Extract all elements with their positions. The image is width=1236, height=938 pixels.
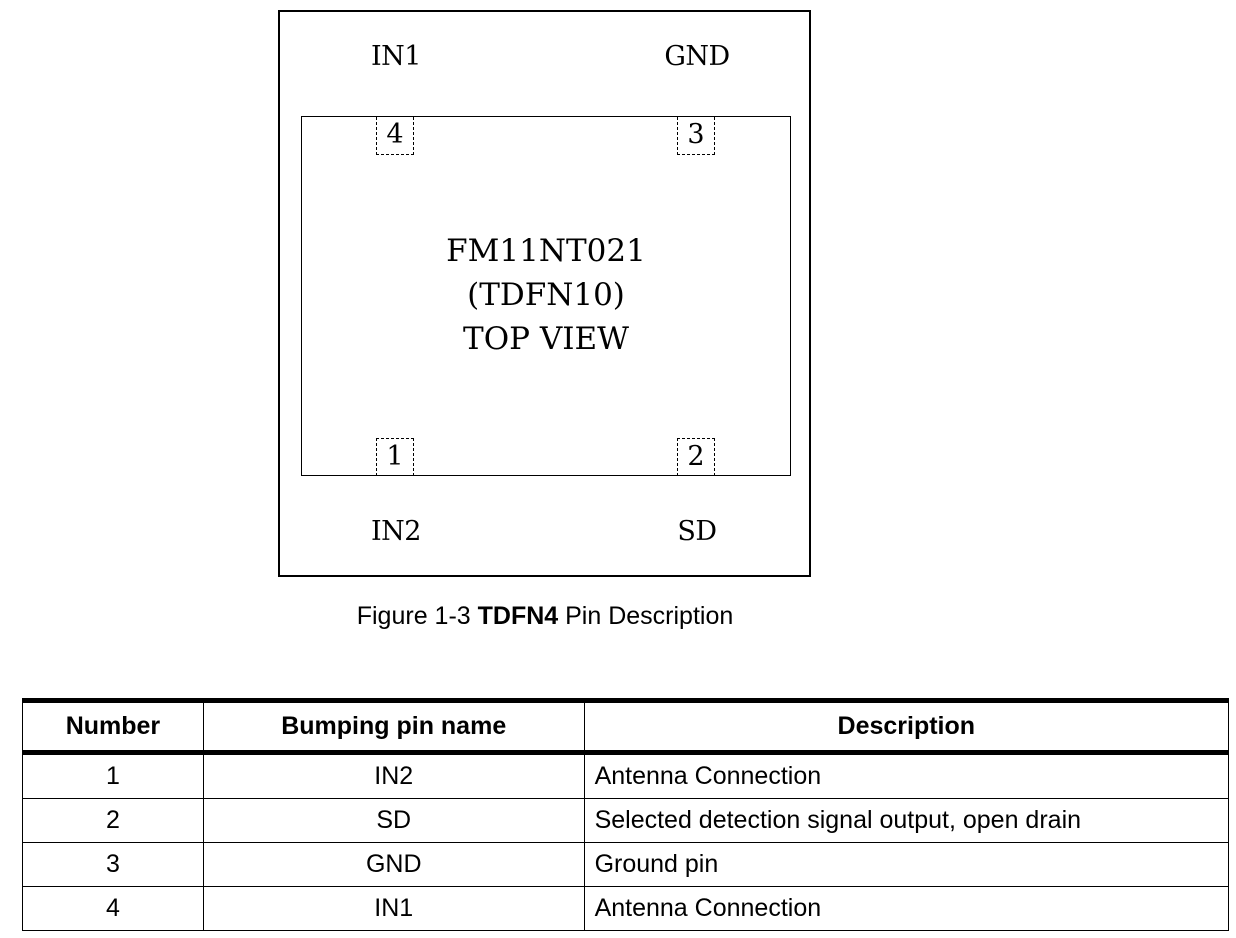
cell-description: Ground pin xyxy=(583,842,1230,887)
table-header-row: Number Bumping pin name Description xyxy=(22,698,1230,755)
pin-label-gnd: GND xyxy=(664,41,730,72)
table-row: 1 IN2 Antenna Connection xyxy=(22,752,1230,799)
header-pin-name: Bumping pin name xyxy=(202,698,585,755)
table-row: 2 SD Selected detection signal output, o… xyxy=(22,798,1230,843)
caption-suffix: Pin Description xyxy=(558,602,734,630)
chip-package: (TDFN10) xyxy=(467,277,625,313)
pad-4: 4 xyxy=(376,117,414,155)
chip-part-number: FM11NT021 xyxy=(446,233,646,269)
pin-label-in2: IN2 xyxy=(371,516,421,547)
cell-number: 4 xyxy=(22,886,204,931)
pad-1: 1 xyxy=(376,438,414,476)
cell-pin-name: IN1 xyxy=(202,886,585,931)
pin-label-sd: SD xyxy=(677,516,717,547)
cell-number: 2 xyxy=(22,798,204,843)
cell-pin-name: GND xyxy=(202,842,585,887)
caption-package: TDFN4 xyxy=(477,602,559,630)
cell-description: Antenna Connection xyxy=(583,886,1230,931)
caption-prefix: Figure 1-3 xyxy=(356,602,478,630)
cell-number: 1 xyxy=(22,752,204,799)
pin-table: Number Bumping pin name Description 1 IN… xyxy=(22,698,1230,931)
cell-description: Selected detection signal output, open d… xyxy=(583,798,1230,843)
cell-pin-name: IN2 xyxy=(202,752,585,799)
header-number: Number xyxy=(22,698,204,755)
cell-description: Antenna Connection xyxy=(583,752,1230,799)
pad-2: 2 xyxy=(677,438,715,476)
figure-caption: Figure 1-3 TDFN4 Pin Description xyxy=(0,600,1090,632)
chip-outline: 4 3 FM11NT021 (TDFN10) TOP VIEW 1 2 xyxy=(301,116,791,476)
table-row: 4 IN1 Antenna Connection xyxy=(22,886,1230,931)
pin-diagram: IN1 GND 4 3 FM11NT021 (TDFN10) TOP VIEW … xyxy=(278,10,811,577)
table-row: 3 GND Ground pin xyxy=(22,842,1230,887)
pad-3: 3 xyxy=(677,117,715,155)
chip-view: TOP VIEW xyxy=(463,321,629,357)
cell-number: 3 xyxy=(22,842,204,887)
cell-pin-name: SD xyxy=(202,798,585,843)
header-description: Description xyxy=(583,698,1230,755)
pin-label-in1: IN1 xyxy=(371,41,421,72)
chip-marking: FM11NT021 (TDFN10) TOP VIEW xyxy=(302,229,790,361)
